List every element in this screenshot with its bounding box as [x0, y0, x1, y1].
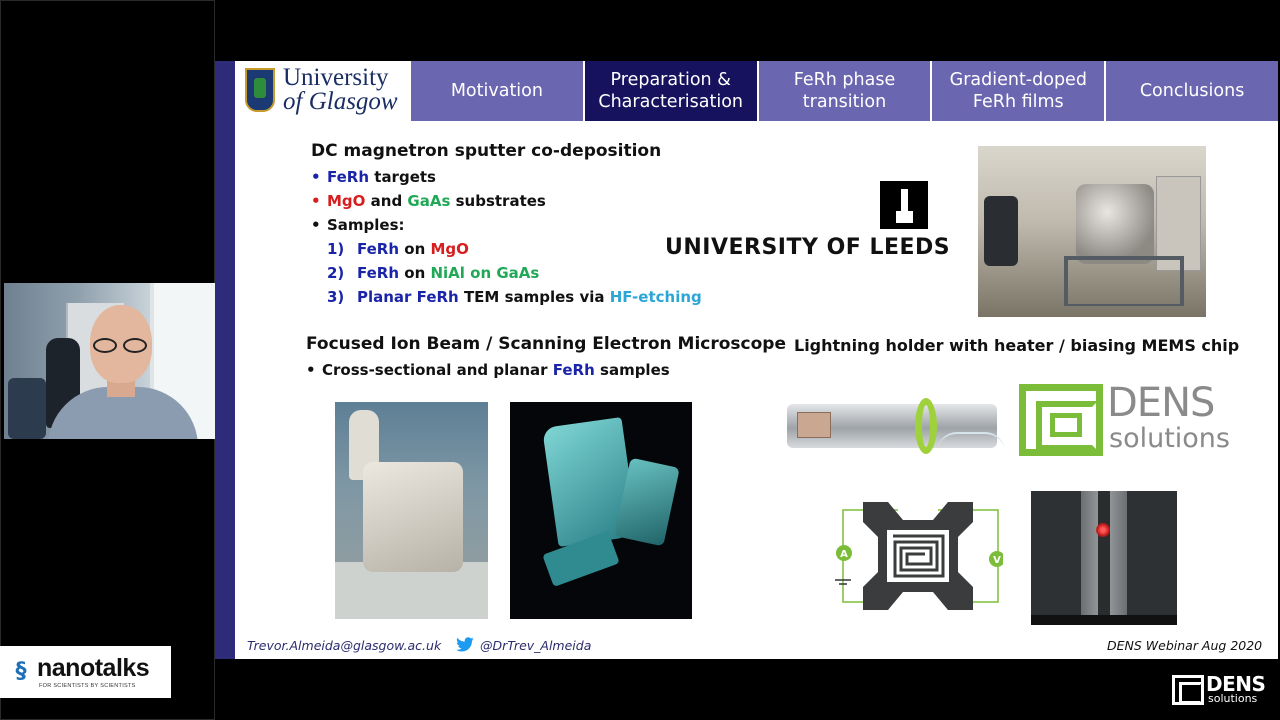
dens-sub-wordmark: solutions [1109, 423, 1230, 454]
nanotalks-logo-icon: § [15, 659, 27, 684]
dens-watermark-word: DENS [1206, 672, 1266, 696]
list-item: 2) FeRh on NiAl on GaAs [311, 261, 702, 285]
sputter-system-photo [978, 146, 1206, 317]
slide-navigation-tabs: Motivation Preparation & Characterisatio… [411, 61, 1278, 121]
list-item: • Cross-sectional and planar FeRh samples [306, 358, 670, 382]
ammeter-icon [836, 545, 852, 561]
tab-motivation[interactable]: Motivation [411, 61, 583, 121]
sem-gap [1098, 491, 1110, 625]
sputter-bullet-list: • FeRh targets • MgO and GaAs substrates •… [311, 165, 702, 309]
nanotalks-wordmark: nanotalks [37, 654, 150, 682]
emphasis-text: FeRh [357, 240, 400, 258]
nanotalks-logo: § nanotalks FOR SCIENTISTS BY SCIENTISTS [0, 646, 171, 698]
list-text: samples [594, 361, 670, 379]
leeds-wordmark: UNIVERSITY OF LEEDS [665, 235, 951, 260]
tab-gradient-doped-films[interactable]: Gradient-doped FeRh films [932, 61, 1105, 121]
list-text: and [365, 192, 408, 210]
bullet: • [306, 361, 316, 379]
tab-conclusions[interactable]: Conclusions [1106, 61, 1278, 121]
emphasis-text: MgO [327, 192, 366, 210]
webcam-chair [8, 378, 46, 439]
glasgow-crest-icon [245, 68, 275, 112]
list-text: Samples: [327, 216, 405, 234]
presenter-glasses [91, 338, 151, 354]
lightning-holder-image [787, 382, 1005, 477]
tab-preparation-characterisation[interactable]: Preparation & Characterisation [584, 61, 757, 121]
nanotalks-tagline: FOR SCIENTISTS BY SCIENTISTS [39, 683, 136, 689]
mems-chip-diagram: A V [835, 502, 1003, 610]
leeds-tower-icon [880, 181, 928, 229]
list-text: on [399, 264, 431, 282]
footer-event: DENS Webinar Aug 2020 [1107, 638, 1263, 653]
dens-solutions-watermark: DENS solutions [1172, 672, 1272, 708]
list-text: TEM samples via [458, 288, 610, 306]
dens-logo-icon [1172, 675, 1204, 705]
list-item: 1) FeRh on MgO [311, 237, 702, 261]
dens-wordmark: DENS [1107, 380, 1215, 426]
list-item: • Samples: [311, 213, 702, 237]
university-of-glasgow-logo: University of Glasgow [239, 63, 411, 119]
fib-sem-render-photo [510, 402, 692, 619]
fib-sem-microscope-photo [335, 402, 488, 619]
footer-email[interactable]: Trevor.Almeida@glasgow.ac.uk [247, 638, 442, 653]
emphasis-text: Planar FeRh [357, 288, 459, 306]
emphasis-text: NiAl on GaAs [430, 264, 540, 282]
list-text: Cross-sectional and planar [322, 361, 553, 379]
dens-watermark-sub: solutions [1208, 692, 1258, 705]
presentation-slide: University of Glasgow Motivation Prepara… [215, 61, 1278, 659]
photo-cabinet [1156, 176, 1201, 271]
dens-solutions-logo: DENS solutions [1019, 382, 1235, 458]
list-text: targets [369, 168, 436, 186]
dens-spiral-icon [1019, 384, 1103, 456]
university-of-leeds-logo: UNIVERSITY OF LEEDS [661, 181, 950, 261]
mems-sem-image [1031, 491, 1177, 625]
voltmeter-label: V [993, 555, 1001, 566]
fib-sem-heading: Focused Ion Beam / Scanning Electron Mic… [306, 334, 786, 354]
bullet: • [311, 192, 321, 210]
sem-scale-bar [1031, 615, 1177, 625]
emphasis-text: FeRh [327, 168, 370, 186]
photo-microscope-body [363, 462, 463, 572]
emphasis-text: GaAs [407, 192, 451, 210]
list-number: 3) [327, 288, 345, 306]
twitter-icon [456, 637, 474, 652]
photo-vacuum-chamber [1076, 184, 1154, 264]
tab-ferh-phase-transition[interactable]: FeRh phase transition [758, 61, 931, 121]
holder-wires [937, 432, 1005, 472]
sputter-heading: DC magnetron sputter co-deposition [311, 141, 662, 161]
emphasis-text: FeRh [552, 361, 595, 379]
university-name-line1: University [283, 64, 389, 91]
fib-sem-bullet-list: • Cross-sectional and planar FeRh samples [306, 358, 670, 382]
holder-tip [797, 412, 831, 438]
bullet: • [311, 168, 321, 186]
footer-twitter-handle[interactable]: @DrTrev_Almeida [480, 638, 592, 653]
voltmeter-icon [989, 551, 1003, 567]
lightning-holder-heading: Lightning holder with heater / biasing M… [794, 336, 1240, 355]
presenter-webcam [4, 283, 215, 439]
list-item: 3) Planar FeRh TEM samples via HF-etching [311, 285, 702, 309]
emphasis-text: HF-etching [609, 288, 702, 306]
list-item: • FeRh targets [311, 165, 702, 189]
sem-hotspot [1096, 523, 1110, 537]
emphasis-text: MgO [430, 240, 469, 258]
bullet: • [311, 216, 321, 234]
ammeter-label: A [840, 549, 848, 560]
list-item: • MgO and GaAs substrates [311, 189, 702, 213]
university-name-line2: of Glasgow [283, 88, 398, 115]
list-number: 1) [327, 240, 345, 258]
slide-accent-bar [215, 61, 235, 659]
list-text: on [399, 240, 431, 258]
list-number: 2) [327, 264, 345, 282]
photo-frame [1064, 256, 1184, 306]
photo-chair [984, 196, 1018, 266]
chip-body [863, 502, 973, 610]
presenter-panel [0, 0, 215, 720]
emphasis-text: FeRh [357, 264, 400, 282]
holder-ring [915, 398, 937, 454]
list-text: substrates [450, 192, 546, 210]
